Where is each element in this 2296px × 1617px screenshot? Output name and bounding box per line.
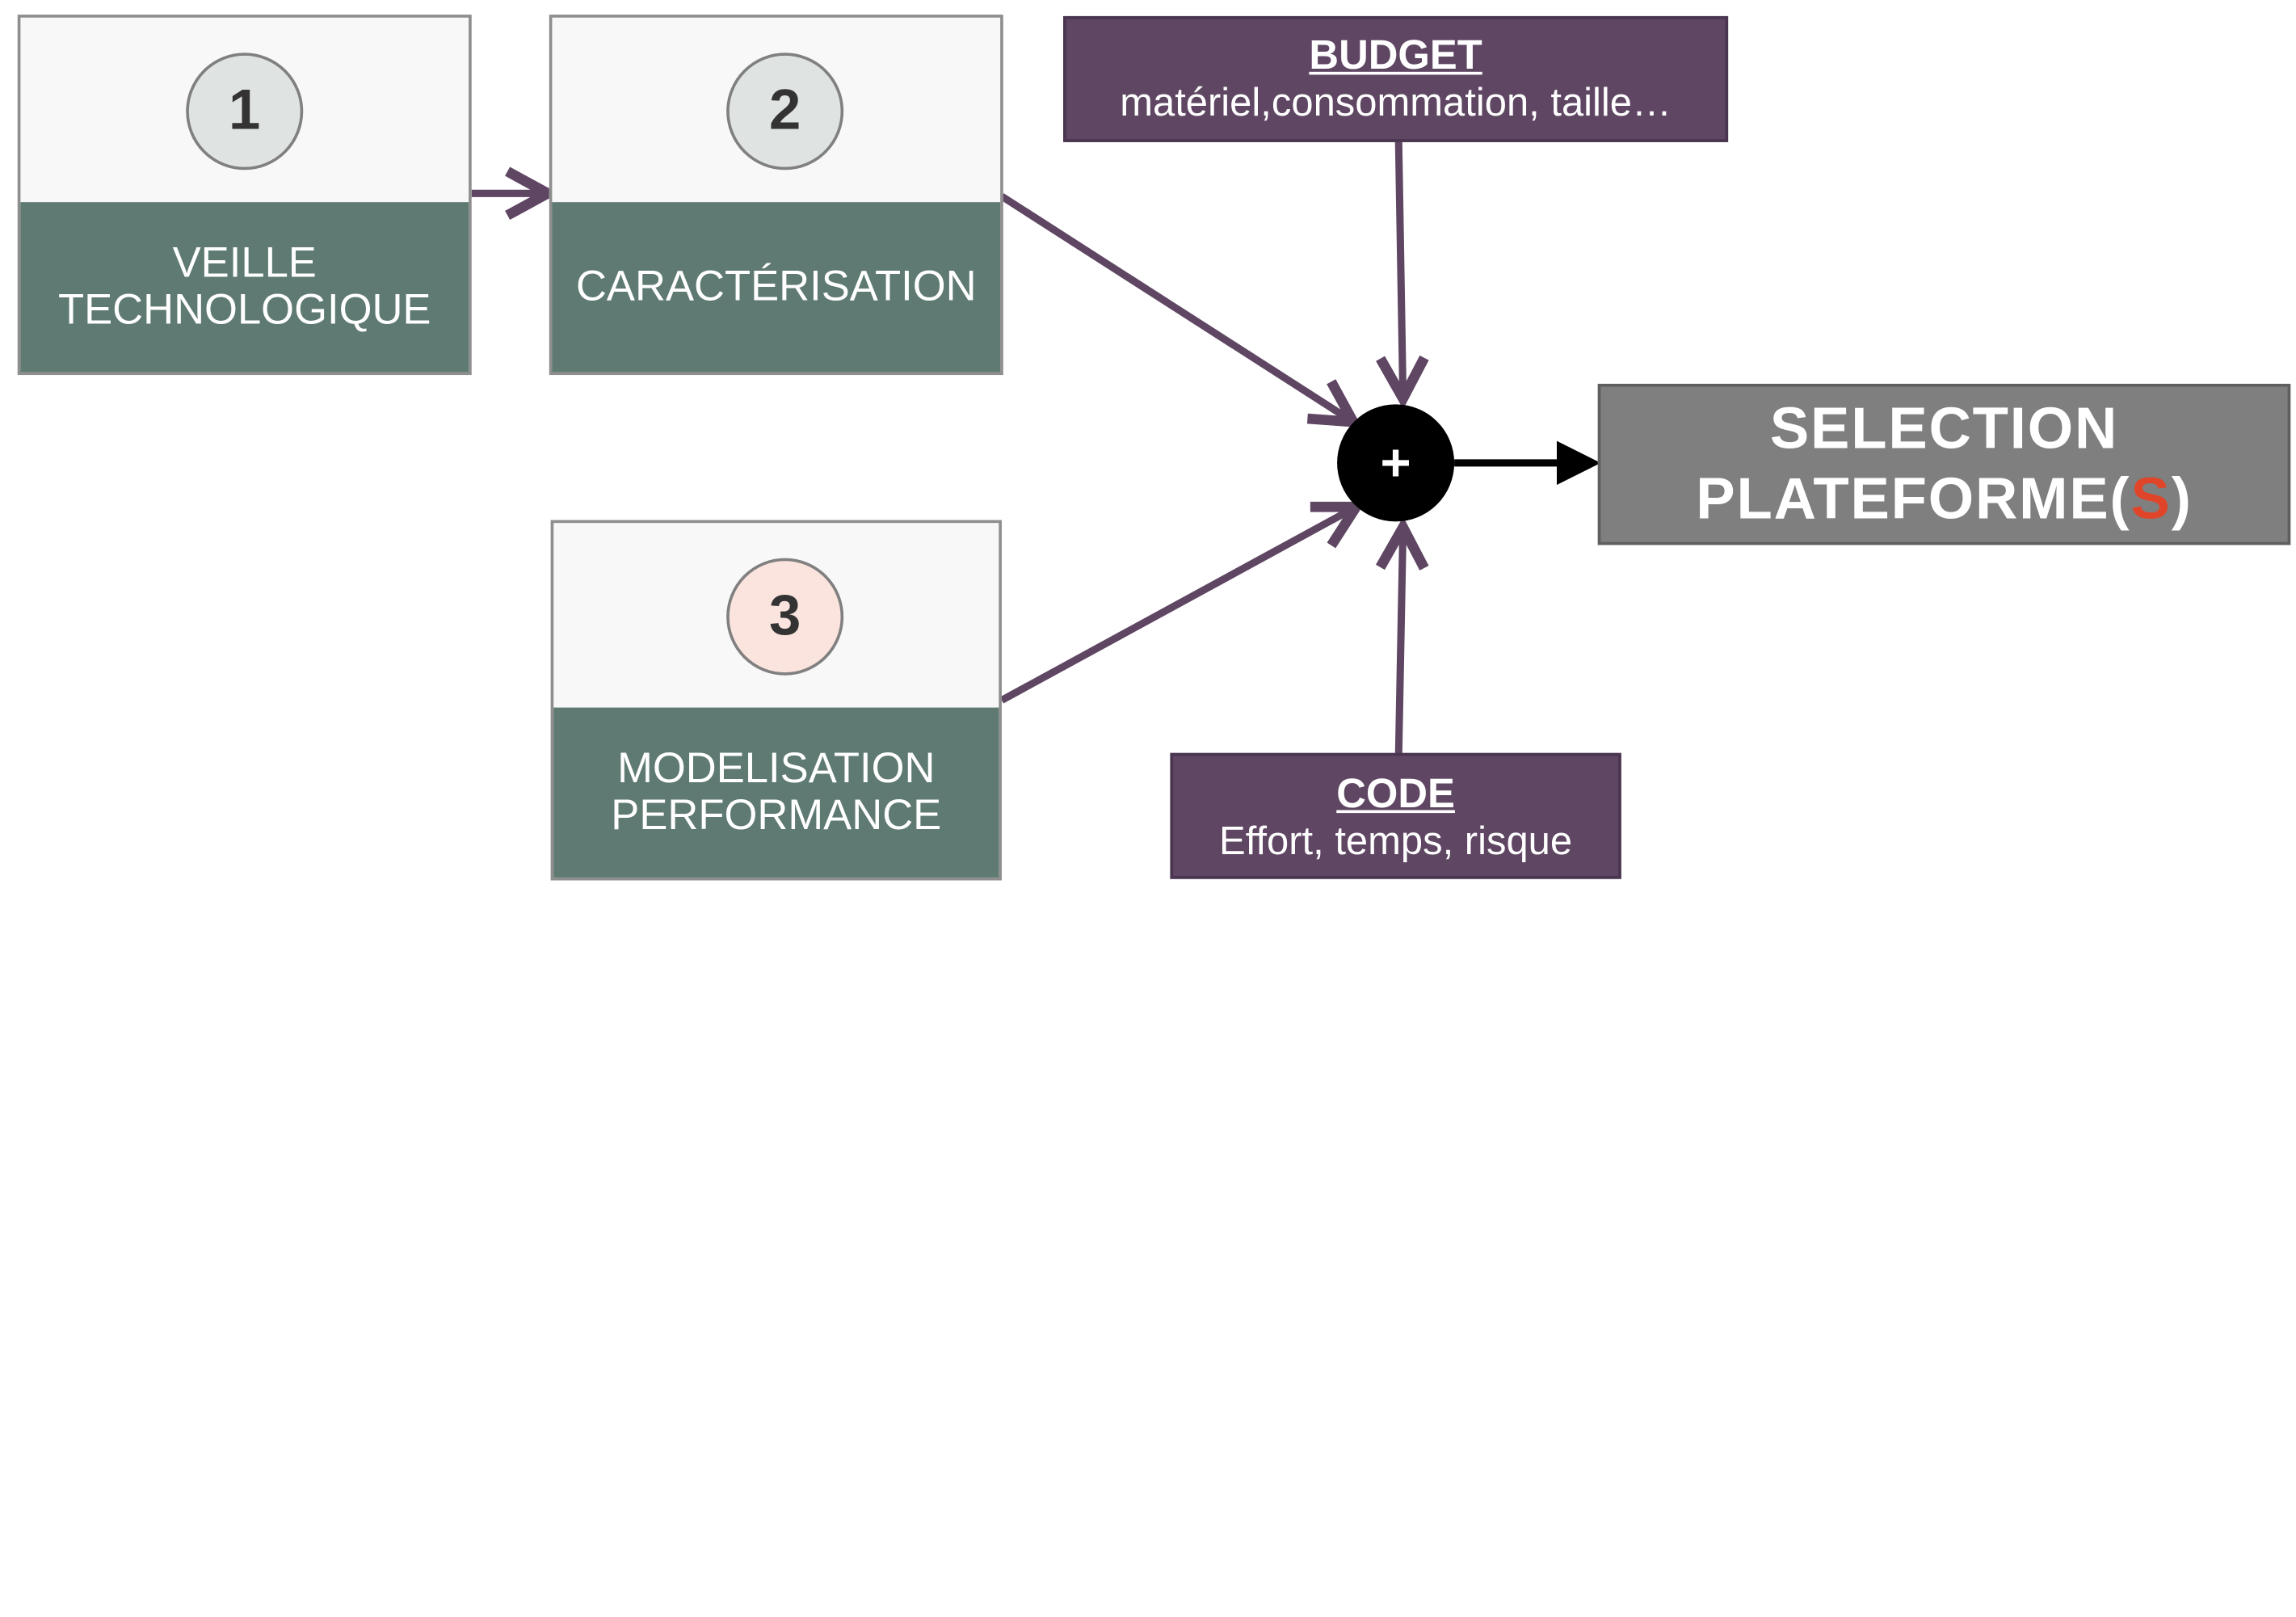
code-title: CODE	[1336, 770, 1455, 816]
arrow-stage3-to-plus	[999, 501, 1366, 704]
stage-card-caracterisation: 2 CARACTÉRISATION	[549, 15, 1003, 376]
combine-plus-node: +	[1337, 404, 1455, 522]
budget-box: BUDGET matériel,consommation, taille…	[1063, 15, 1729, 142]
result-line-1: SELECTION	[1769, 397, 2119, 462]
code-box: CODE Effort, temps, risque	[1170, 752, 1621, 879]
stage-number-circle: 3	[726, 558, 844, 676]
arrow-stage2-to-plus	[999, 193, 1363, 428]
stage-card-veille: 1 VEILLE TECHNOLOGIQUE	[17, 15, 472, 376]
result-line-2-prefix: PLATEFORME(	[1696, 467, 2131, 533]
arrow-budget-to-plus	[1376, 140, 1429, 410]
stage-number-circle: 1	[186, 53, 304, 171]
stage-label: MODELISATION PERFORMANCE	[553, 707, 999, 878]
connector-layer	[471, 140, 1601, 756]
result-line-2-suffix: )	[2171, 467, 2193, 533]
stage-number-circle: 2	[726, 53, 844, 171]
budget-title: BUDGET	[1309, 32, 1482, 78]
stage-label: VEILLE TECHNOLOGIQUE	[20, 202, 469, 373]
arrow-code-to-plus	[1376, 516, 1429, 756]
code-text: Effort, temps, risque	[1219, 819, 1573, 863]
result-box: SELECTION PLATEFORME(S)	[1597, 383, 2291, 545]
budget-text: matériel,consommation, taille…	[1120, 80, 1672, 125]
stage-card-modelisation: 3 MODELISATION PERFORMANCE	[550, 520, 1002, 881]
result-line-2-accent: S	[2130, 467, 2172, 533]
result-line-2: PLATEFORME(S)	[1696, 465, 2192, 535]
stage-label: CARACTÉRISATION	[552, 202, 1001, 373]
